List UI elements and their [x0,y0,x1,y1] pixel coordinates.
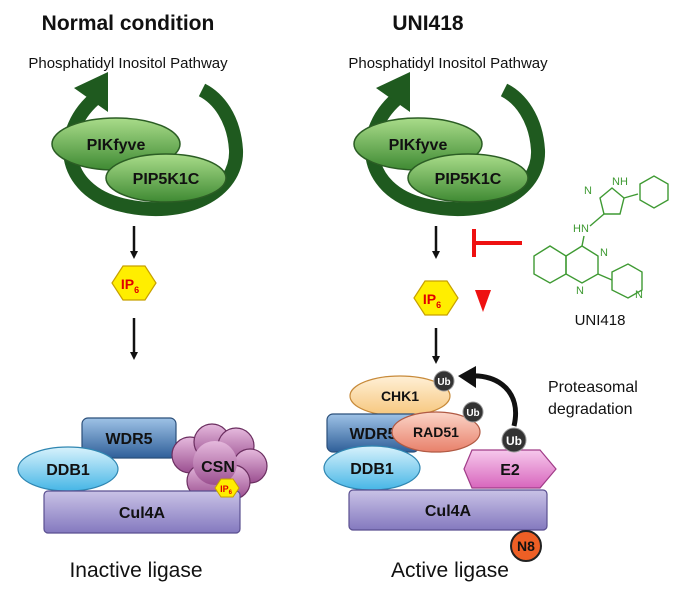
left-title: Normal condition [42,12,215,35]
left-panel: Normal condition Phosphatidyl Inositol P… [17,12,268,582]
left-cul4a: Cul4A [43,490,241,534]
left-csn-ip6: IP6 [214,478,240,498]
right-ip6-label: IP [423,291,436,307]
ub-chk1-icon: Ub [433,370,455,392]
chem-atom-nh: NH [612,176,628,188]
ub-rad51-icon: Ub [462,401,484,423]
right-chk1: CHK1 [349,375,451,417]
svg-text:Ub: Ub [506,434,522,448]
uni418-compound-label: UNI418 [575,312,626,329]
right-rad51: RAD51 [391,411,481,453]
right-ddb1-label: DDB1 [350,461,394,478]
left-csn-ip6-sub: 6 [229,490,233,496]
left-wdr5-label: WDR5 [105,431,152,448]
left-pip5k1c-label: PIP5K1C [133,171,200,188]
left-csn-label: CSN [201,459,235,476]
svg-text:IP6: IP6 [121,276,139,295]
chem-atom-h: H [573,223,581,235]
chem-atom-n-pyr: N [635,289,643,301]
left-ddb1-label: DDB1 [46,462,90,479]
decrease-triangle-icon [475,290,491,312]
degradation-label-1: Proteasomal [548,379,638,396]
right-ip6-sub: 6 [436,300,441,310]
right-ip6-hexagon: IP6 [413,280,459,316]
n8-badge: N8 [510,530,542,562]
right-chk1-label: CHK1 [381,388,419,404]
left-cul4a-label: Cul4A [119,505,166,522]
chem-atom-n1: N [584,185,592,197]
degradation-label-2: degradation [548,401,633,418]
uni418-structure: N NH H N N N N [533,175,669,301]
chem-atom-n3: N [600,247,608,259]
left-pip5k1c: PIP5K1C [105,153,227,203]
left-pikfyve-label: PIKfyve [87,137,146,154]
left-ip6-hexagon: IP6 [111,265,157,301]
left-caption: Inactive ligase [69,559,202,582]
svg-text:IP6: IP6 [220,484,233,496]
chem-atom-n-amine: N [581,223,589,235]
left-csn-ip6-label: IP [220,484,229,494]
right-e2-label: E2 [500,462,520,479]
chem-atom-n4: N [576,285,584,297]
right-wdr5-label: WDR5 [349,426,396,443]
n8-label: N8 [517,538,535,554]
svg-text:Ub: Ub [437,377,450,388]
degradation-arrow [458,366,518,427]
right-rad51-label: RAD51 [413,424,459,440]
left-pathway-label: Phosphatidyl Inositol Pathway [28,55,228,72]
right-pikfyve-label: PIKfyve [389,137,448,154]
right-pathway-label: Phosphatidyl Inositol Pathway [348,55,548,72]
inhibition-symbol [472,229,522,257]
right-cul4a: Cul4A [348,489,548,531]
left-ddb1: DDB1 [17,446,119,492]
right-cul4a-label: Cul4A [425,503,472,520]
right-panel: UNI418 Phosphatidyl Inositol Pathway PIK… [323,12,669,582]
svg-text:IP6: IP6 [423,291,441,310]
right-pip5k1c-label: PIP5K1C [435,171,502,188]
svg-text:Ub: Ub [466,408,479,419]
right-e2: E2 [463,449,557,489]
right-caption: Active ligase [391,559,509,582]
right-ddb1: DDB1 [323,445,421,491]
right-pip5k1c: PIP5K1C [407,153,529,203]
left-ip6-sub: 6 [134,285,139,295]
ub-e2-icon: Ub [501,427,527,453]
left-wdr5: WDR5 [81,417,177,459]
right-title: UNI418 [392,12,464,35]
left-ip6-label: IP [121,276,134,292]
